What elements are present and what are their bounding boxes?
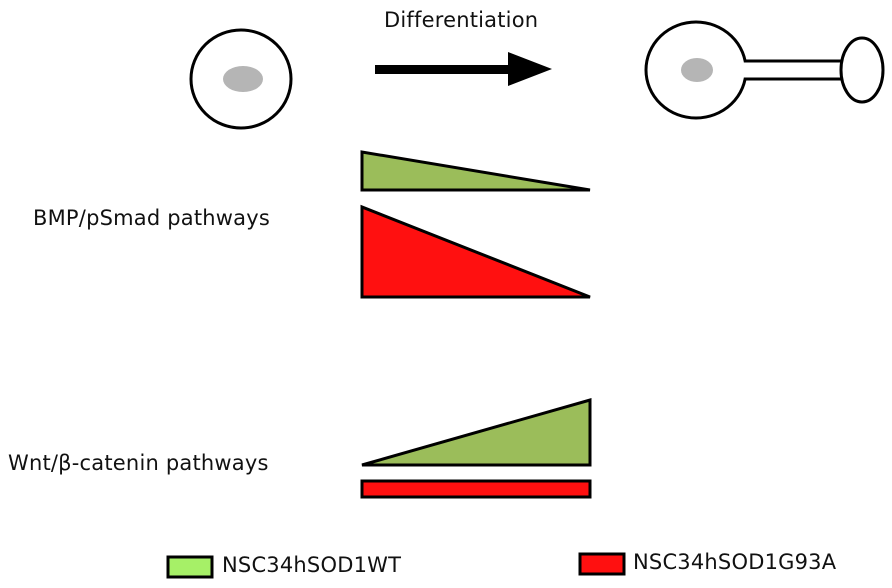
differentiated-cell	[644, 20, 885, 120]
neurite	[733, 59, 849, 81]
legend-label-mutant: NSC34hSOD1G93A	[633, 550, 837, 574]
arrow-shaft	[375, 65, 515, 74]
legend-swatch-mutant	[578, 552, 626, 576]
wnt-wt-wedge	[361, 398, 592, 467]
stem-cell-nucleus	[223, 66, 263, 92]
neurite-terminal	[839, 36, 885, 104]
legend-label-wt: NSC34hSOD1WT	[222, 553, 402, 577]
bmp-pathway-label: BMP/pSmad pathways	[33, 206, 271, 230]
bmp-wt-wedge	[360, 150, 591, 192]
bmp-mutant-wedge	[360, 204, 591, 299]
arrow-head	[508, 52, 552, 86]
legend-swatch-wt	[166, 555, 214, 579]
wnt-mutant-bar	[360, 479, 592, 499]
differentiation-label: Differentiation	[384, 8, 539, 32]
differentiation-arrow	[375, 52, 552, 86]
stem-cell	[189, 28, 293, 130]
wnt-pathway-label: Wnt/β-catenin pathways	[8, 451, 269, 475]
differentiated-cell-nucleus	[681, 58, 713, 82]
